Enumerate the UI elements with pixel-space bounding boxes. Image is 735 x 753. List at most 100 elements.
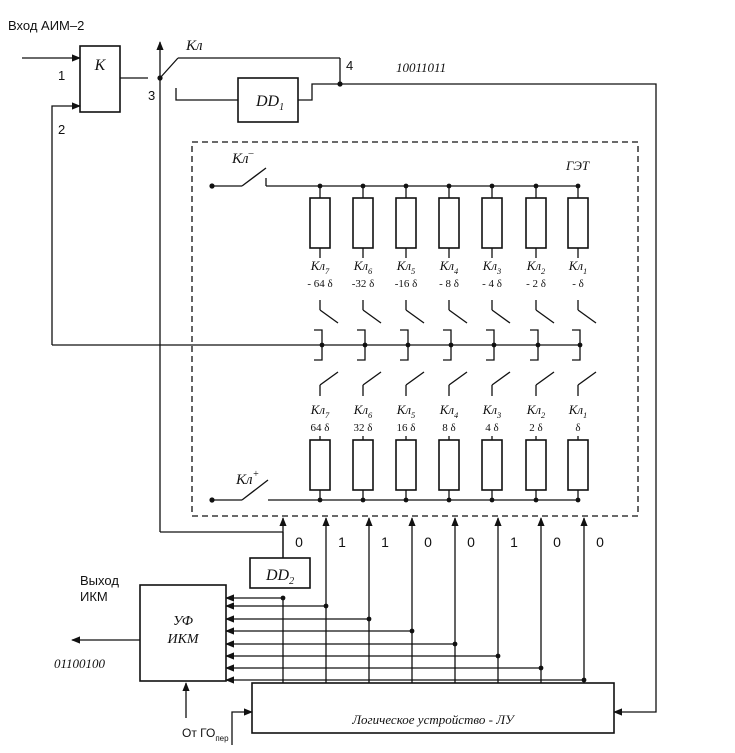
junction-dot bbox=[533, 497, 539, 503]
kl-minus-label: Кл– bbox=[231, 148, 255, 167]
bit-line-4: 04 bbox=[225, 517, 475, 707]
key-negative-label: Кл7 bbox=[310, 258, 330, 276]
input-label: Вход АИМ–2 bbox=[8, 18, 84, 33]
uf-ikm-block bbox=[139, 584, 227, 682]
comparator-block bbox=[79, 45, 121, 113]
go-arrow-lu bbox=[231, 708, 253, 745]
key-negative-label: Кл5 bbox=[396, 258, 416, 276]
key-positive-label: Кл6 bbox=[353, 402, 373, 420]
bit-value: 1 bbox=[338, 534, 346, 550]
switch-blade bbox=[319, 309, 339, 324]
key-positive-value: 8 δ bbox=[442, 422, 455, 434]
node4-label: 4 bbox=[346, 58, 353, 73]
junction-dot bbox=[446, 183, 452, 189]
key-positive-value: 4 δ bbox=[485, 422, 498, 434]
go-label: От ГОпер bbox=[182, 726, 229, 743]
key-negative-label: Кл1 bbox=[568, 258, 588, 276]
key-negative-value: - 2 δ bbox=[526, 278, 546, 290]
switch-kl-blade bbox=[159, 57, 179, 79]
bit-value: 0 bbox=[424, 534, 432, 550]
key-positive-value: δ bbox=[575, 422, 580, 434]
bit-value: 0 bbox=[553, 534, 561, 550]
resistor-positive bbox=[395, 439, 417, 491]
switch-blade bbox=[535, 371, 555, 386]
key-positive-label: Кл5 bbox=[396, 402, 416, 420]
junction-dot bbox=[360, 183, 366, 189]
key-negative-value: -32 δ bbox=[352, 278, 375, 290]
code-top: 10011011 bbox=[396, 60, 446, 75]
resistor-positive bbox=[438, 439, 460, 491]
junction-dot bbox=[403, 183, 409, 189]
junction-dot bbox=[489, 183, 495, 189]
key-negative-value: - 8 δ bbox=[439, 278, 459, 290]
resistor-positive bbox=[567, 439, 589, 491]
junction-dot bbox=[533, 183, 539, 189]
switch-kl-label: Кл bbox=[185, 38, 203, 54]
bit-value: 0 bbox=[295, 534, 303, 550]
lu-block bbox=[251, 682, 615, 734]
bit-value: 0 bbox=[467, 534, 475, 550]
key-negative-value: - 4 δ bbox=[482, 278, 502, 290]
key-positive-value: 2 δ bbox=[529, 422, 542, 434]
resistor-negative bbox=[567, 197, 589, 249]
comparator-in2-label: 2 bbox=[58, 122, 65, 137]
switch-blade bbox=[405, 371, 425, 386]
resistor-positive bbox=[352, 439, 374, 491]
bit-line-7: 17 bbox=[225, 517, 346, 707]
comparator-label: K bbox=[94, 57, 107, 74]
column-4: Кл4 - 8 δ Кл4 8 δ bbox=[438, 183, 468, 503]
key-positive-value: 64 δ bbox=[311, 422, 330, 434]
key-positive-label: Кл1 bbox=[568, 402, 588, 420]
dd1-input-line bbox=[175, 88, 238, 101]
lu-feedback-line bbox=[340, 83, 657, 716]
get-block bbox=[191, 141, 639, 517]
switch-blade bbox=[448, 371, 468, 386]
feedback-line bbox=[51, 102, 81, 345]
kl-minus-blade bbox=[241, 167, 267, 187]
resistor-negative bbox=[309, 197, 331, 249]
resistor-negative bbox=[395, 197, 417, 249]
key-negative-label: Кл6 bbox=[353, 258, 373, 276]
bit-line-6: 16 bbox=[225, 517, 389, 707]
resistor-negative bbox=[352, 197, 374, 249]
switch-blade bbox=[362, 371, 382, 386]
key-positive-label: Кл2 bbox=[526, 402, 546, 420]
comparator-in1-label: 1 bbox=[58, 68, 65, 83]
column-2: Кл2 - 2 δ Кл2 2 δ bbox=[525, 183, 555, 503]
dd1-output-line bbox=[298, 83, 340, 101]
junction-dot bbox=[317, 497, 323, 503]
key-positive-value: 16 δ bbox=[397, 422, 416, 434]
kl-plus-blade bbox=[241, 479, 269, 501]
key-positive-label: Кл7 bbox=[310, 402, 330, 420]
key-negative-label: Кл4 bbox=[439, 258, 459, 276]
key-negative-label: Кл3 bbox=[482, 258, 502, 276]
junction-dot bbox=[403, 497, 409, 503]
key-negative-label: Кл2 bbox=[526, 258, 546, 276]
switch-blade bbox=[535, 309, 555, 324]
switch-blade bbox=[362, 309, 382, 324]
junction-dot bbox=[489, 497, 495, 503]
bit-line-8: 08 bbox=[225, 517, 303, 707]
output-label-2: ИКМ bbox=[80, 589, 108, 604]
key-positive-label: Кл4 bbox=[439, 402, 459, 420]
junction-dot bbox=[575, 183, 581, 189]
key-negative-value: - 64 δ bbox=[307, 278, 332, 290]
switch-blade bbox=[448, 309, 468, 324]
resistor-positive bbox=[309, 439, 331, 491]
uf-label-2: ИКМ bbox=[166, 632, 199, 647]
switch-blade bbox=[577, 309, 597, 324]
resistor-positive bbox=[481, 439, 503, 491]
switch-blade bbox=[491, 371, 511, 386]
bit-value: 1 bbox=[381, 534, 389, 550]
switch-blade bbox=[491, 309, 511, 324]
key-positive-value: 32 δ bbox=[354, 422, 373, 434]
lu-label: Логическое устройство - ЛУ bbox=[351, 712, 516, 727]
code-out: 01100100 bbox=[54, 656, 106, 671]
switch-blade bbox=[405, 309, 425, 324]
bit-value: 1 bbox=[510, 534, 518, 550]
resistor-negative bbox=[525, 197, 547, 249]
